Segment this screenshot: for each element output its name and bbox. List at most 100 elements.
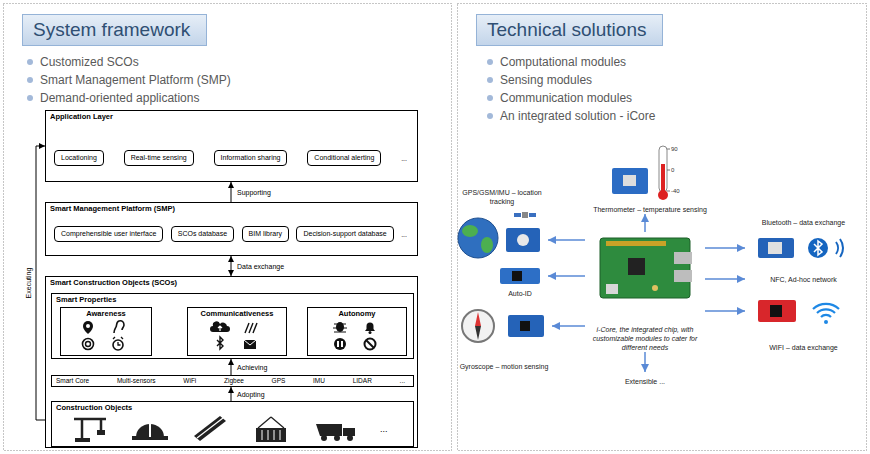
bullet-dot bbox=[487, 59, 493, 65]
chip: i-Core, the integrated chip, with custom… bbox=[585, 232, 705, 352]
property-box: Communicativeness bbox=[187, 307, 287, 356]
pi-board bbox=[600, 238, 690, 298]
bullet-text: Communication modules bbox=[500, 91, 632, 105]
wifi-board bbox=[758, 300, 796, 322]
node-text: ... bbox=[401, 230, 407, 239]
satellite bbox=[514, 213, 521, 217]
panel-frame bbox=[4, 4, 452, 451]
module: Gyroscope – motion sensing bbox=[456, 305, 552, 371]
panel-frame bbox=[458, 4, 867, 451]
title-banner: System framework bbox=[22, 14, 207, 46]
layer-box: Application Layer...LocationingReal-time… bbox=[45, 110, 418, 182]
node-text: WiFi bbox=[183, 377, 196, 385]
envelope-icon bbox=[244, 340, 256, 349]
satellite bbox=[522, 212, 528, 218]
globe bbox=[481, 237, 493, 253]
connector bbox=[231, 387, 232, 401]
pin-icon bbox=[86, 324, 90, 328]
bullet-dot bbox=[487, 95, 493, 101]
node-text: Awareness bbox=[61, 309, 151, 318]
node-text: Comprehensible user interface bbox=[61, 227, 156, 241]
scale-number: 0 bbox=[671, 167, 674, 174]
helmet-icon bbox=[149, 424, 151, 437]
node-text: System framework bbox=[33, 15, 190, 45]
node-text: GPS bbox=[272, 377, 286, 385]
bluetooth-board bbox=[758, 238, 794, 258]
layer-box: Smart Management Platform (SMP)... Compre… bbox=[45, 202, 418, 256]
node-text: Autonomy bbox=[308, 309, 406, 318]
globe bbox=[458, 218, 498, 258]
helmet-icon bbox=[136, 424, 164, 437]
wifi-logo bbox=[813, 304, 839, 317]
node-text: NFC, Ad-hoc network bbox=[745, 275, 862, 284]
connector bbox=[548, 239, 585, 241]
truck-icon bbox=[316, 424, 342, 436]
function-box: Conditional alerting bbox=[307, 150, 381, 166]
ear-icon bbox=[114, 321, 124, 333]
module: NFC, Ad-hoc network bbox=[745, 270, 862, 288]
node-text: IMU bbox=[313, 377, 325, 385]
rfid-board bbox=[512, 271, 522, 281]
edge-label: Achieving bbox=[236, 363, 268, 372]
no-icon bbox=[366, 340, 374, 348]
scale-number: -40 bbox=[671, 188, 680, 195]
bullet-text: Customized SCOs bbox=[40, 55, 139, 69]
edge-label: Adopting bbox=[236, 390, 266, 399]
function-box: BIM library bbox=[242, 226, 289, 242]
function-box: Information sharing bbox=[214, 150, 288, 166]
node-text: SCOs database bbox=[178, 227, 227, 241]
connector bbox=[231, 182, 232, 202]
compass bbox=[462, 310, 494, 342]
node-text: WIFI – data exchange bbox=[745, 343, 862, 352]
bluetooth-logo bbox=[808, 238, 828, 258]
truck-icon bbox=[347, 435, 353, 441]
compass bbox=[475, 326, 481, 340]
wifi-board bbox=[770, 305, 782, 317]
connector bbox=[548, 275, 585, 277]
node-text: Smart Management Platform (SMP) bbox=[50, 204, 175, 213]
no-icon bbox=[365, 339, 376, 350]
truck-icon bbox=[343, 428, 355, 436]
sensor-board bbox=[623, 175, 636, 186]
edge-label: Supporting bbox=[236, 188, 272, 197]
node-text: Smart Core bbox=[56, 377, 89, 385]
globe bbox=[462, 225, 478, 237]
swirl-icon bbox=[83, 339, 94, 350]
bullet-dot bbox=[27, 59, 33, 65]
title-banner: Technical solutions bbox=[476, 14, 663, 46]
node-text: LIDAR bbox=[353, 377, 372, 385]
pause-icon bbox=[334, 338, 346, 350]
node-text: Auto-ID bbox=[492, 289, 548, 298]
bluetooth-logo bbox=[814, 241, 822, 255]
node-text: Multi-sensors bbox=[117, 377, 156, 385]
gps-board bbox=[517, 234, 529, 246]
truck-icon bbox=[321, 435, 327, 441]
connector bbox=[705, 310, 745, 312]
swirl-icon bbox=[86, 342, 91, 347]
bullet-text: Sensing modules bbox=[500, 73, 592, 87]
node-text: Information sharing bbox=[221, 151, 281, 165]
bullet-text: Computational modules bbox=[500, 55, 626, 69]
truck-icon bbox=[334, 435, 340, 441]
node-text: Real-time sensing bbox=[131, 151, 187, 165]
signal-icon bbox=[245, 323, 257, 333]
node-text: Application Layer bbox=[50, 112, 113, 121]
function-box: Comprehensible user interface bbox=[54, 226, 163, 242]
thermometer bbox=[667, 149, 670, 191]
pi-board bbox=[606, 284, 618, 294]
module: Bluetooth – data exchange bbox=[745, 218, 862, 262]
connector bbox=[705, 278, 745, 280]
edge-label: Executing bbox=[24, 267, 33, 300]
node-text: Smart Properties bbox=[56, 295, 116, 304]
gps-board bbox=[506, 228, 540, 252]
property-box: Awareness bbox=[60, 307, 152, 356]
bell-icon bbox=[365, 323, 375, 332]
envelope-icon bbox=[244, 340, 256, 345]
wifi-logo bbox=[824, 320, 828, 324]
edge-label: Data exchange bbox=[236, 262, 285, 271]
bullet-dot bbox=[487, 113, 493, 119]
connector bbox=[705, 247, 745, 249]
crane-icon bbox=[75, 438, 90, 442]
function-box: SCOs database bbox=[171, 226, 234, 242]
